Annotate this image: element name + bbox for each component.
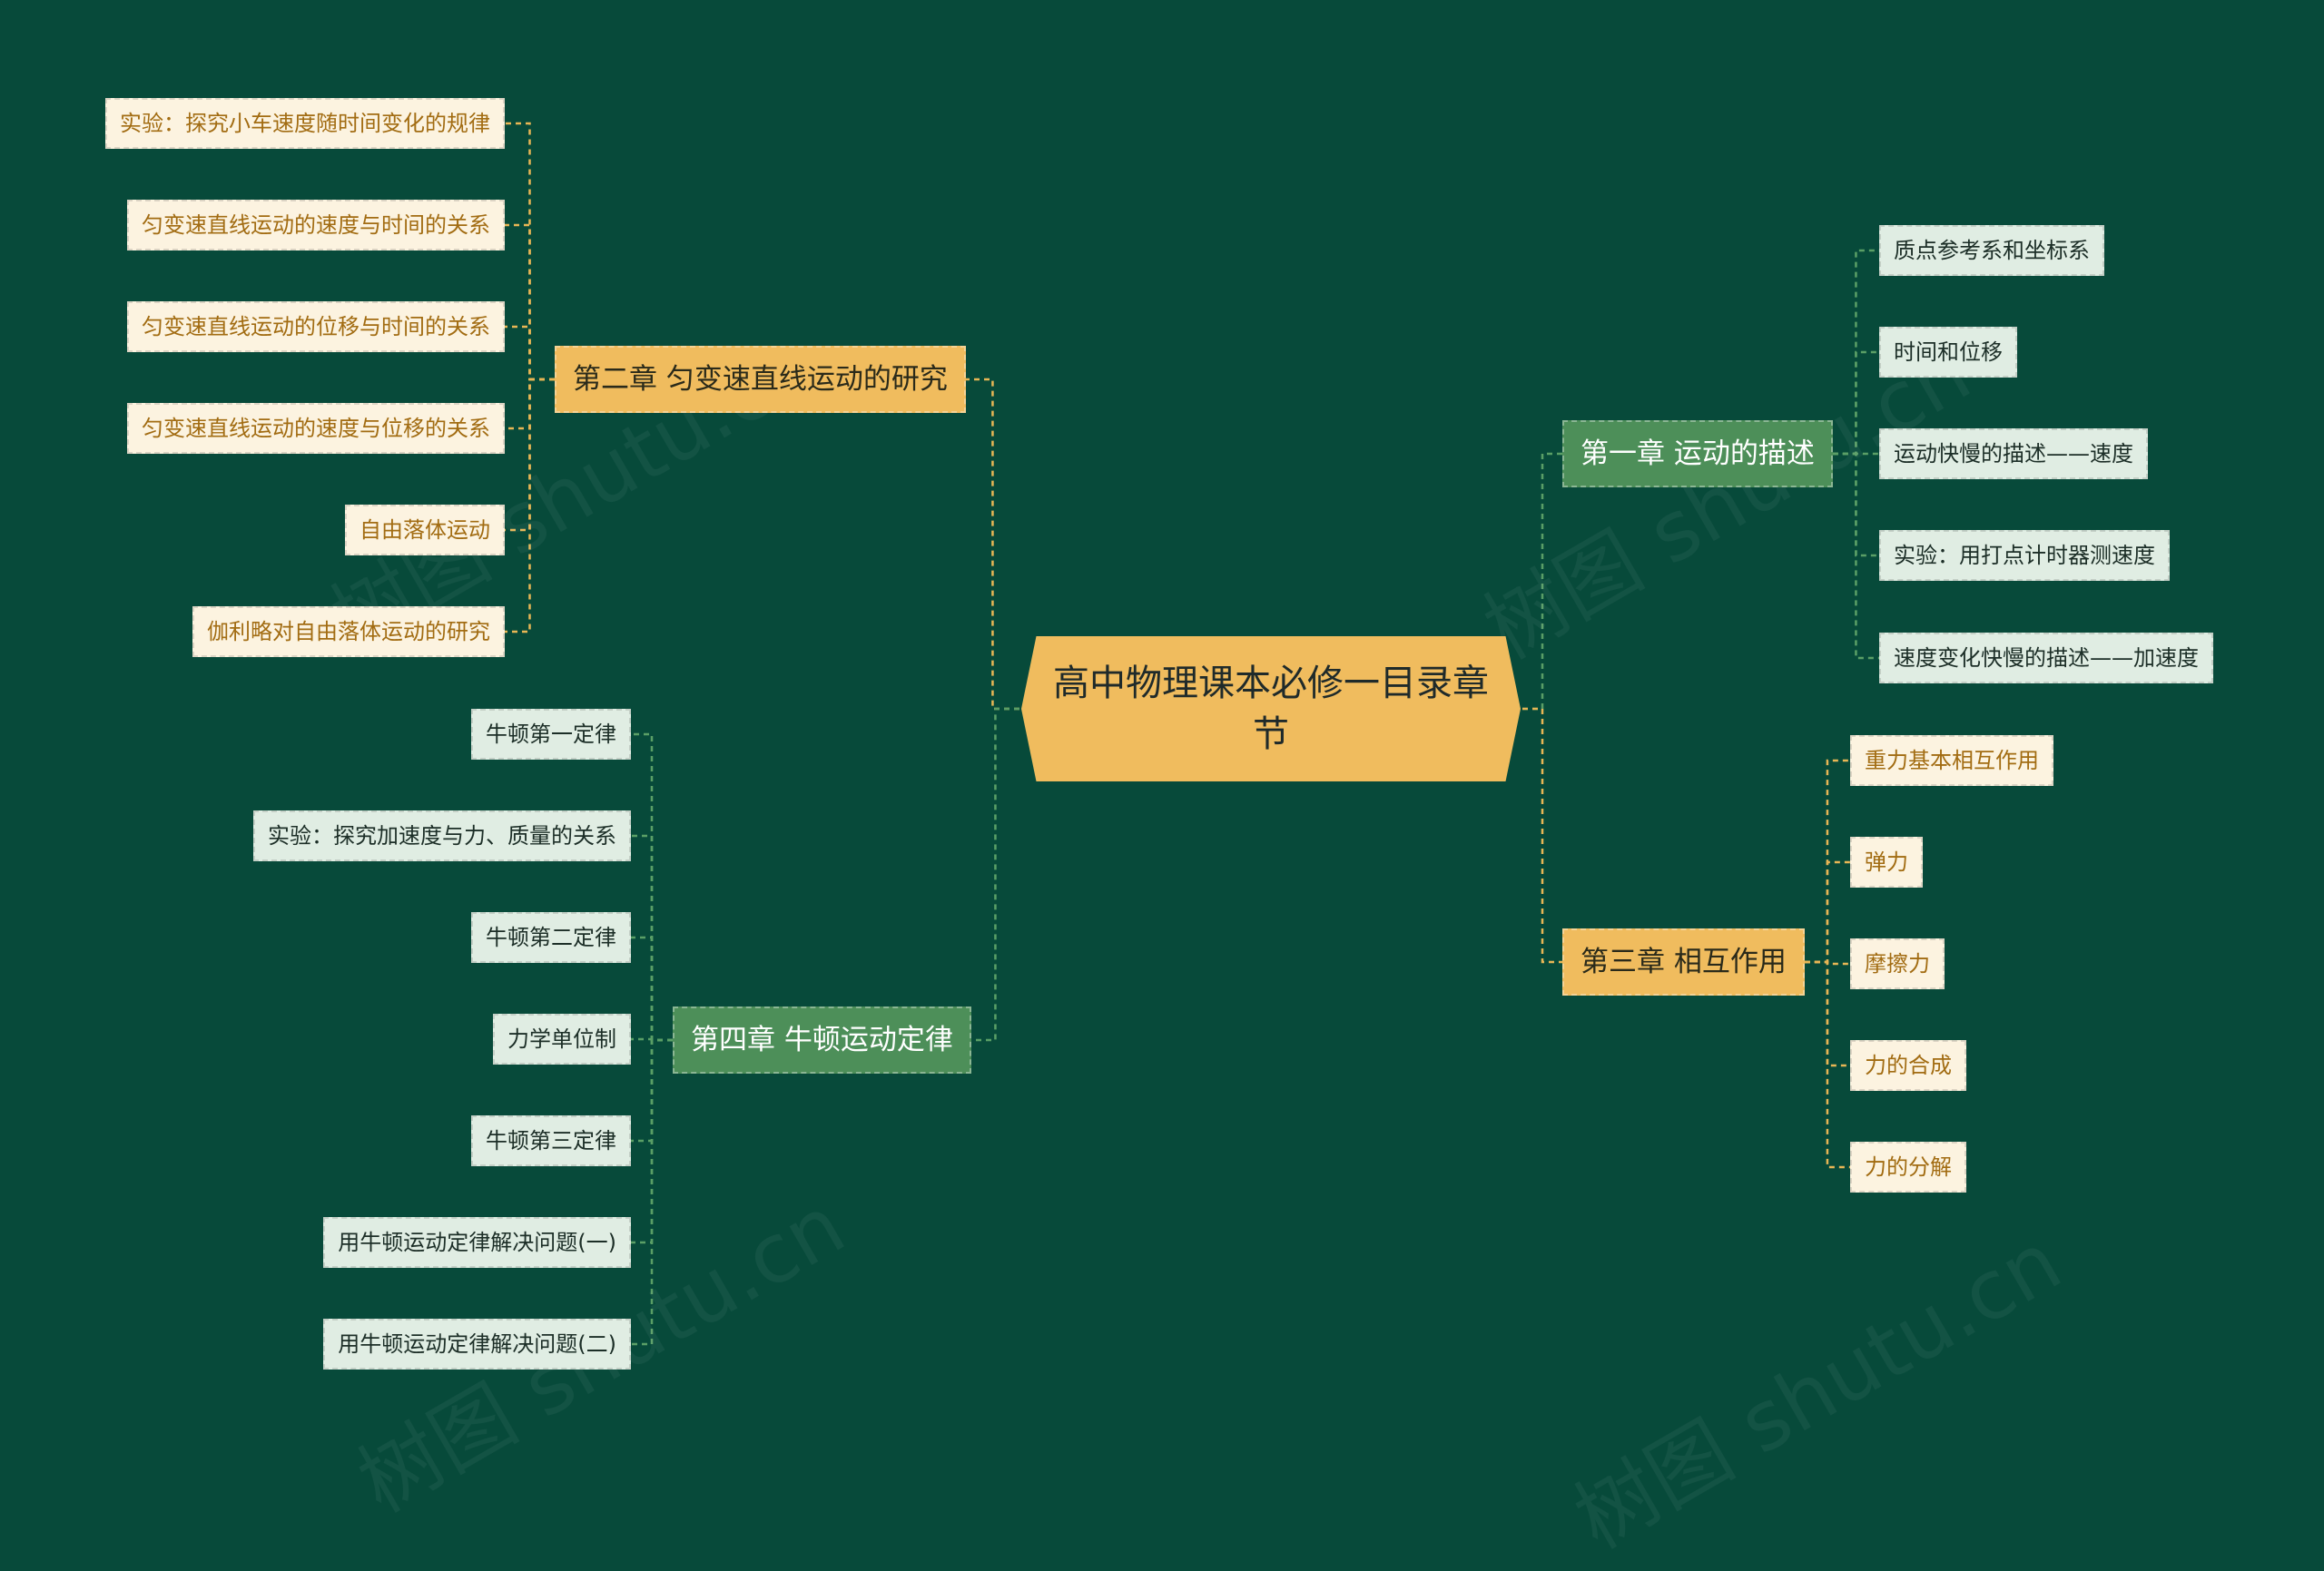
chapter-2-item[interactable]: 匀变速直线运动的速度与位移的关系 — [127, 403, 505, 454]
chapter-1-item[interactable]: 时间和位移 — [1879, 327, 2017, 378]
root-node[interactable]: 高中物理课本必修一目录章节 — [1021, 636, 1521, 781]
item-label: 弹力 — [1865, 849, 1908, 875]
chapter-4-item[interactable]: 牛顿第一定律 — [471, 709, 631, 760]
item-label: 实验：探究加速度与力、质量的关系 — [268, 823, 616, 849]
chapter-3-node[interactable]: 第三章 相互作用 — [1562, 928, 1805, 996]
chapter-2-item[interactable]: 匀变速直线运动的位移与时间的关系 — [127, 301, 505, 352]
chapter-3-item[interactable]: 摩擦力 — [1850, 938, 1945, 989]
chapter-4-item[interactable]: 用牛顿运动定律解决问题(二) — [323, 1319, 631, 1370]
item-label: 匀变速直线运动的速度与时间的关系 — [142, 212, 490, 238]
item-label: 实验：探究小车速度随时间变化的规律 — [120, 111, 490, 136]
chapter-4-item[interactable]: 实验：探究加速度与力、质量的关系 — [253, 810, 631, 861]
item-label: 自由落体运动 — [359, 517, 490, 543]
item-label: 力的分解 — [1865, 1154, 1952, 1180]
chapter-title: 第一章 运动的描述 — [1581, 437, 1815, 470]
root-title: 高中物理课本必修一目录章节 — [1053, 663, 1489, 755]
item-label: 用牛顿运动定律解决问题(二) — [338, 1331, 616, 1357]
connector-line — [631, 936, 673, 1042]
item-label: 速度变化快慢的描述——加速度 — [1894, 645, 2199, 671]
chapter-3-item[interactable]: 弹力 — [1850, 837, 1923, 888]
connector-line — [505, 378, 555, 633]
chapter-1-item[interactable]: 运动快慢的描述——速度 — [1879, 428, 2148, 479]
chapter-4-item[interactable]: 牛顿第三定律 — [471, 1115, 631, 1166]
mindmap-canvas: 树图 shutu.cn 树图 shutu.cn 树图 shutu.cn 树图 s… — [105, 98, 2213, 1567]
chapter-2-item[interactable]: 自由落体运动 — [345, 505, 505, 555]
item-label: 力的合成 — [1865, 1053, 1952, 1078]
item-label: 运动快慢的描述——速度 — [1894, 441, 2133, 466]
connector-line — [505, 223, 555, 381]
item-label: 匀变速直线运动的位移与时间的关系 — [142, 314, 490, 339]
item-label: 匀变速直线运动的速度与位移的关系 — [142, 416, 490, 441]
connector-line — [1522, 707, 1562, 964]
chapter-3-item[interactable]: 重力基本相互作用 — [1850, 735, 2053, 786]
item-label: 伽利略对自由落体运动的研究 — [207, 619, 490, 644]
item-label: 用牛顿运动定律解决问题(一) — [338, 1230, 616, 1255]
chapter-2-node[interactable]: 第二章 匀变速直线运动的研究 — [555, 346, 966, 413]
chapter-title: 第三章 相互作用 — [1581, 945, 1787, 978]
item-label: 力学单位制 — [507, 1026, 616, 1052]
chapter-1-item[interactable]: 质点参考系和坐标系 — [1879, 225, 2104, 276]
connector-line — [965, 378, 1019, 711]
item-label: 时间和位移 — [1894, 339, 2003, 365]
chapter-1-node[interactable]: 第一章 运动的描述 — [1562, 420, 1833, 487]
item-label: 牛顿第三定律 — [486, 1128, 616, 1154]
connector-line — [1804, 860, 1850, 964]
item-label: 实验：用打点计时器测速度 — [1894, 543, 2155, 568]
chapter-4-item[interactable]: 牛顿第二定律 — [471, 912, 631, 963]
chapter-4-item[interactable]: 用牛顿运动定律解决问题(一) — [323, 1217, 631, 1268]
chapter-title: 第二章 匀变速直线运动的研究 — [573, 362, 948, 396]
chapter-2-item[interactable]: 实验：探究小车速度随时间变化的规律 — [105, 98, 505, 149]
item-label: 牛顿第一定律 — [486, 722, 616, 747]
chapter-4-item[interactable]: 力学单位制 — [493, 1014, 631, 1065]
chapter-1-item[interactable]: 实验：用打点计时器测速度 — [1879, 530, 2170, 581]
chapter-4-node[interactable]: 第四章 牛顿运动定律 — [673, 1006, 971, 1074]
chapter-title: 第四章 牛顿运动定律 — [691, 1023, 953, 1056]
connector-line — [631, 1038, 673, 1346]
item-label: 牛顿第二定律 — [486, 925, 616, 950]
connector-line — [1832, 452, 1879, 660]
connector-line — [1804, 960, 1850, 1169]
connector-line — [970, 707, 1019, 1042]
item-label: 摩擦力 — [1865, 951, 1930, 977]
item-label: 重力基本相互作用 — [1865, 748, 2039, 773]
chapter-2-item[interactable]: 伽利略对自由落体运动的研究 — [192, 606, 505, 657]
chapter-3-item[interactable]: 力的分解 — [1850, 1142, 1966, 1193]
chapter-2-item[interactable]: 匀变速直线运动的速度与时间的关系 — [127, 200, 505, 250]
chapter-1-item[interactable]: 速度变化快慢的描述——加速度 — [1879, 633, 2213, 683]
item-label: 质点参考系和坐标系 — [1894, 238, 2090, 263]
chapter-3-item[interactable]: 力的合成 — [1850, 1040, 1966, 1091]
connector-line — [505, 325, 555, 381]
connector-lines — [505, 122, 1879, 1346]
